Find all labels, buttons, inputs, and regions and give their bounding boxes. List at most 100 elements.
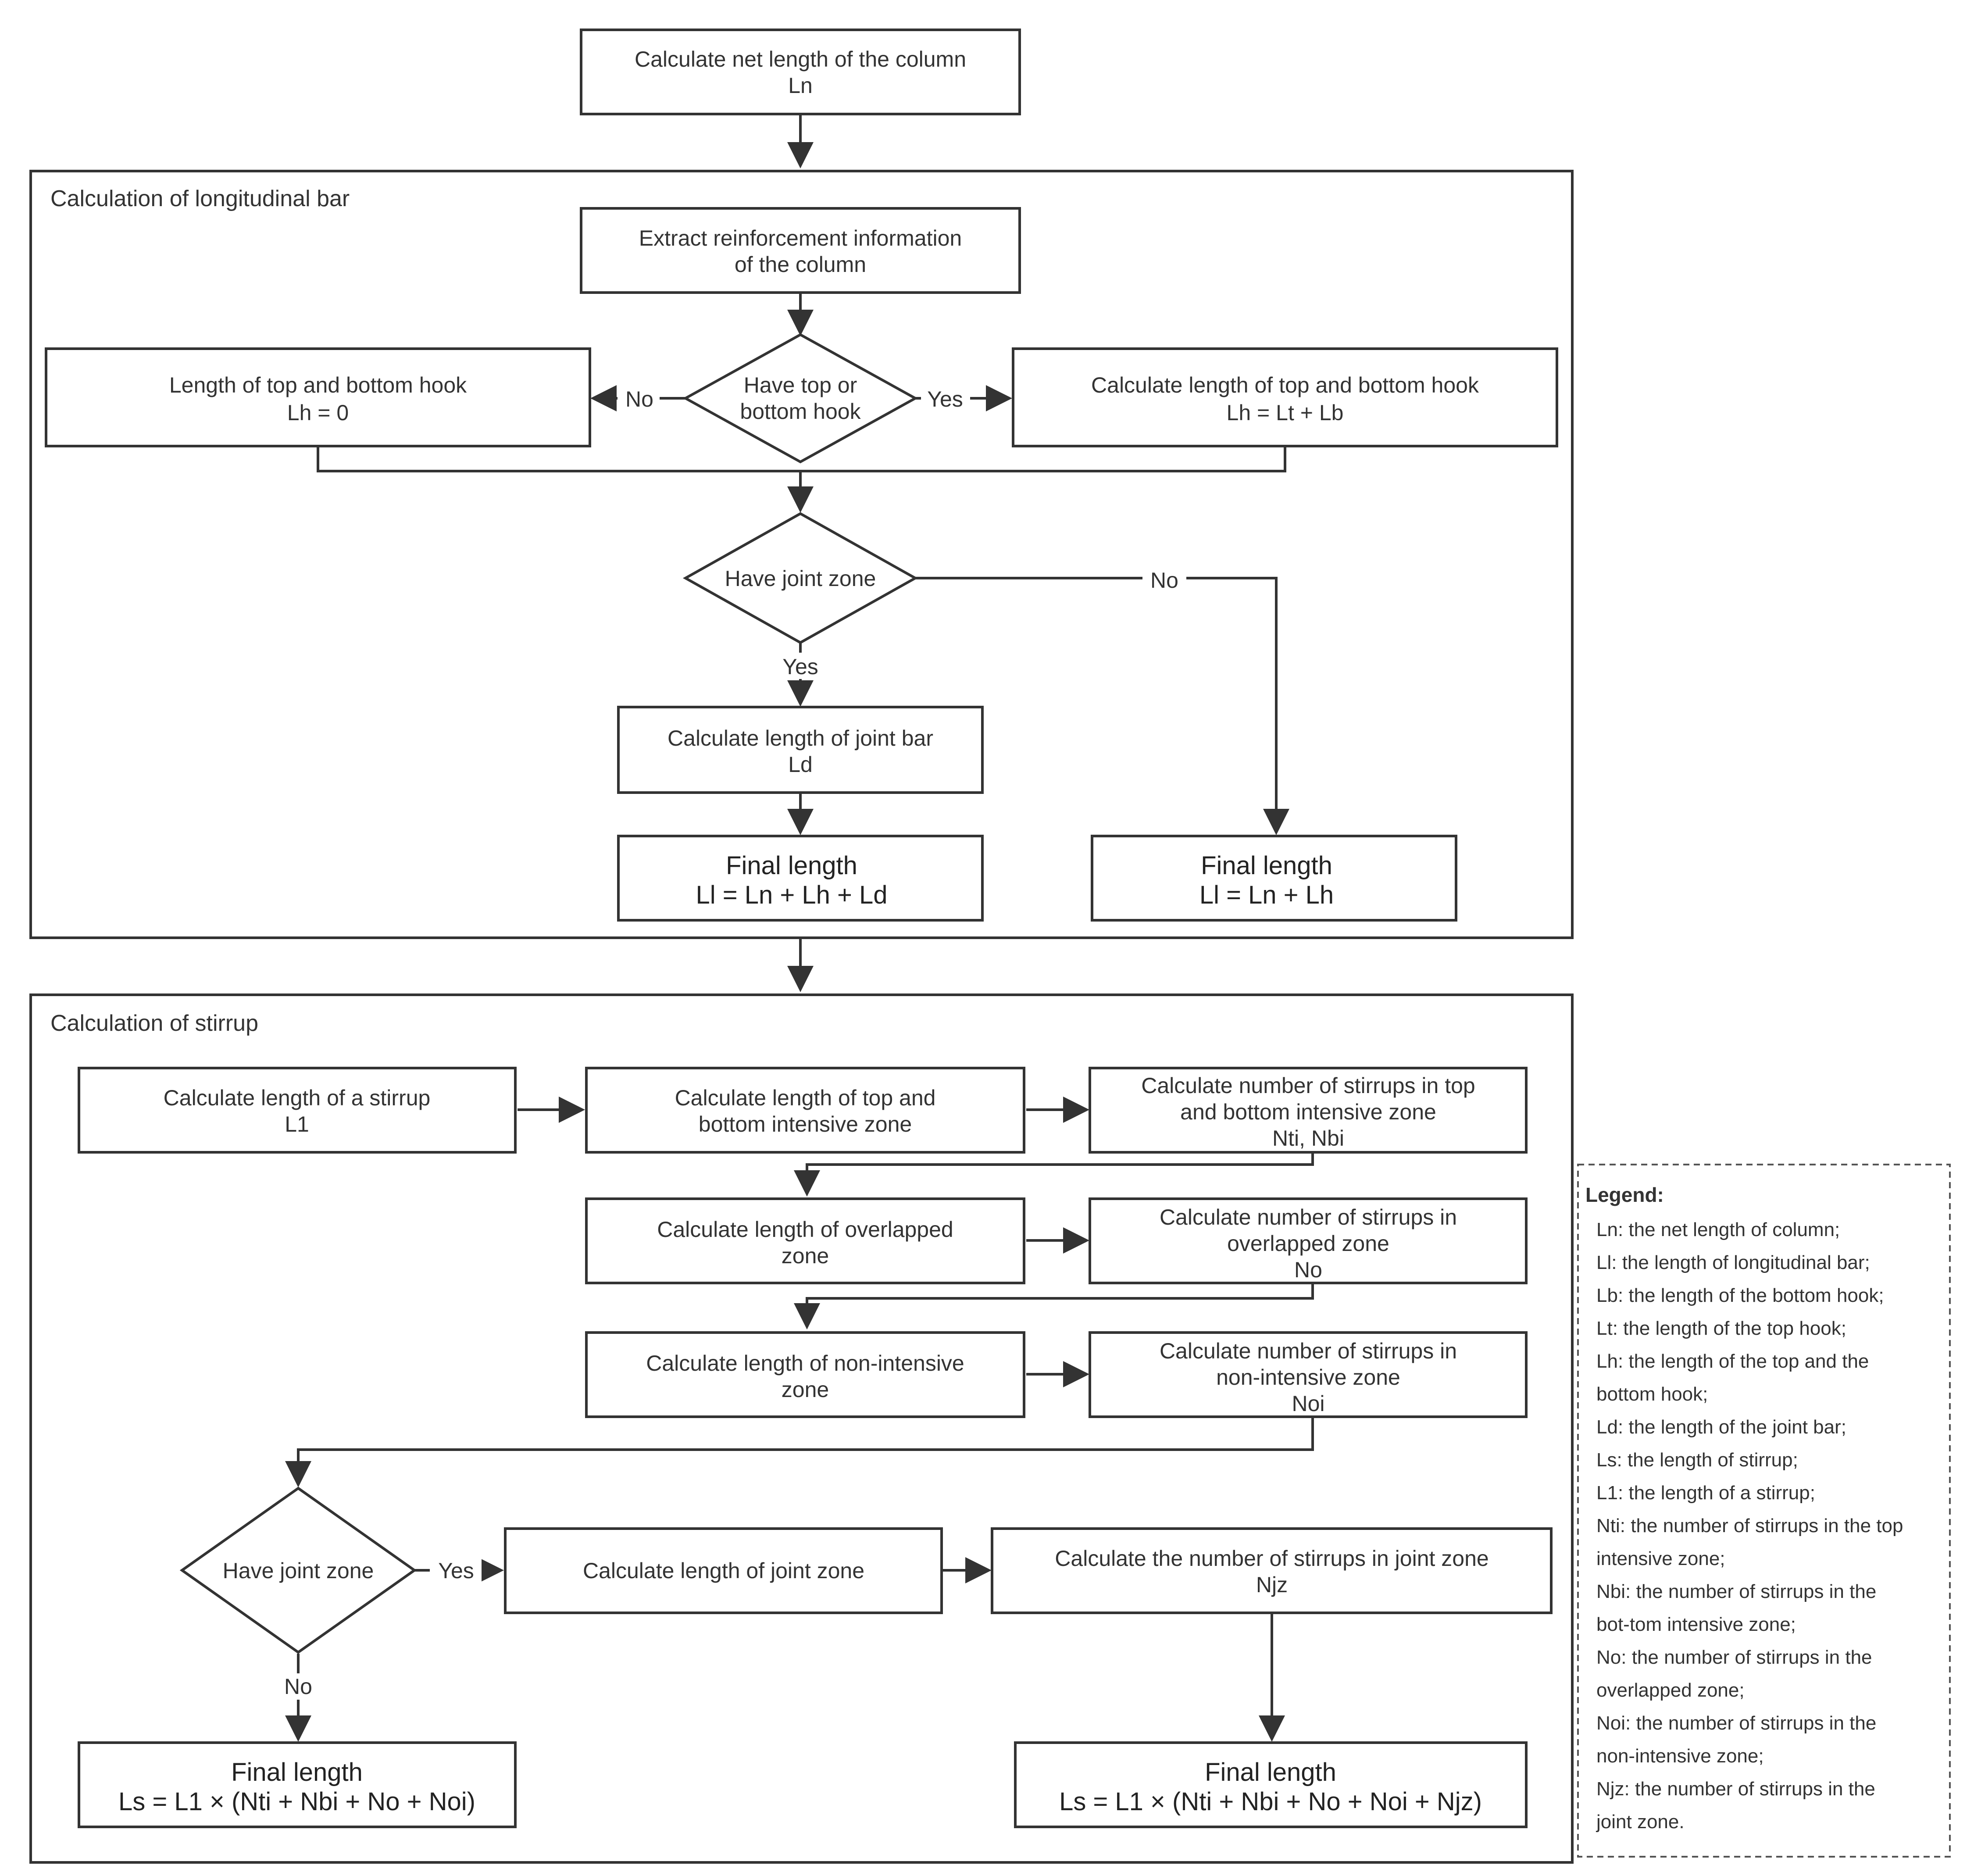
legend-line: bot-tom intensive zone; (1596, 1614, 1796, 1635)
node-joint-zone-length (504, 1527, 943, 1614)
node-final-ls-line2: Ls = L1 × (Nti + Nbi + No + Noi) (118, 1787, 475, 1816)
node-nonintensive-length (585, 1331, 1025, 1418)
legend-line: bottom hook; (1596, 1383, 1708, 1405)
label-bg (1142, 566, 1186, 592)
node-joint-bar-line1: Calculate length of joint bar (668, 726, 933, 750)
legend-lines: Ln: the net length of column;Ll: the len… (1596, 1219, 1903, 1833)
legend-line: Nti: the number of stirrups in the top (1596, 1515, 1903, 1537)
node-overlap-number-line2: overlapped zone (1227, 1231, 1389, 1256)
node-nonintensive-number (1089, 1331, 1528, 1418)
node-final-ls-joint (1014, 1741, 1528, 1828)
node-hook-yes (1012, 347, 1558, 447)
node-stirrup-length-line1: Calculate length of a stirrup (164, 1086, 431, 1110)
legend-line: Lb: the length of the bottom hook; (1596, 1285, 1884, 1306)
node-intensive-length (585, 1067, 1025, 1154)
node-joint-bar-line2: Ld (788, 752, 813, 777)
node-final-ll-line2: Ll = Ln + Lh (1199, 881, 1334, 909)
group-longitudinal-title: Calculation of longitudinal bar (50, 186, 350, 211)
legend-line: Nbi: the number of stirrups in the (1596, 1581, 1876, 1602)
legend-title: Legend: (1585, 1183, 1664, 1206)
node-hook-yes-line2: Lh = Lt + Lb (1227, 400, 1344, 425)
legend-line: Ll: the length of longitudinal bar; (1596, 1252, 1870, 1273)
node-hook-no-line2: Lh = 0 (287, 400, 349, 425)
label-hook-yes: Yes (927, 387, 963, 411)
node-final-ll-joint-line2: Ll = Ln + Lh + Ld (696, 881, 888, 909)
node-final-ls-line1: Final length (231, 1758, 363, 1787)
label-bg (618, 385, 660, 411)
label-hook-no: No (625, 387, 653, 411)
legend-line: Ls: the length of stirrup; (1596, 1449, 1798, 1471)
node-overlap-number-line1: Calculate number of stirrups in (1160, 1205, 1457, 1229)
node-hook-no-line1: Length of top and bottom hook (169, 373, 467, 397)
legend-line: Noi: the number of stirrups in the (1596, 1712, 1876, 1734)
node-final-ll (1091, 835, 1457, 922)
decision-joint-2 (179, 1487, 417, 1654)
node-stirrup-length-line2: L1 (285, 1112, 309, 1136)
decision-joint-1 (682, 512, 918, 644)
legend-line: Lh: the length of the top and the (1596, 1351, 1869, 1372)
legend-line: L1: the length of a stirrup; (1596, 1482, 1815, 1504)
arrow-intensive-to-overlap (794, 1152, 1314, 1197)
node-joint-zone-number (991, 1527, 1553, 1614)
node-overlap-number-line3: No (1294, 1258, 1322, 1282)
legend-line: Ld: the length of the joint bar; (1596, 1416, 1846, 1438)
legend-line: non-intensive zone; (1596, 1745, 1764, 1767)
group-stirrup-frame (29, 993, 1574, 1864)
node-stirrup-length (78, 1067, 517, 1154)
node-intensive-number-line2: and bottom intensive zone (1180, 1100, 1436, 1124)
node-intensive-length-line2: bottom intensive zone (699, 1112, 912, 1136)
node-joint-zone-number-line1: Calculate the number of stirrups in join… (1055, 1546, 1489, 1571)
node-joint-bar (617, 706, 984, 794)
node-nonintensive-number-line2: non-intensive zone (1216, 1365, 1400, 1390)
node-nonintensive-length-line1: Calculate length of non-intensive (646, 1351, 964, 1376)
arrow-joint-1-no (915, 577, 1289, 835)
group-stirrup-title: Calculation of stirrup (50, 1011, 258, 1036)
node-final-ll-line1: Final length (1201, 851, 1332, 880)
node-final-ll-joint-line1: Final length (726, 851, 857, 880)
label-joint-2-no: No (284, 1674, 312, 1699)
decision-hook-line1: Have top or (744, 373, 857, 397)
node-overlap-length-line2: zone (782, 1244, 829, 1268)
legend-line: Lt: the length of the top hook; (1596, 1318, 1846, 1339)
node-final-ls-joint-line1: Final length (1205, 1758, 1336, 1787)
node-start-line1: Calculate net length of the column (635, 47, 966, 71)
node-nonintensive-number-line3: Noi (1292, 1391, 1324, 1416)
node-extract-line1: Extract reinforcement information (639, 226, 962, 250)
node-final-ls-joint-line2: Ls = L1 × (Nti + Nbi + No + Noi + Njz) (1059, 1787, 1482, 1816)
node-intensive-number-line1: Calculate number of stirrups in top (1141, 1073, 1475, 1098)
node-hook-yes-line1: Calculate length of top and bottom hook (1091, 373, 1479, 397)
label-bg (430, 1557, 482, 1583)
node-overlap-length (585, 1197, 1025, 1284)
legend-line: intensive zone; (1596, 1548, 1725, 1569)
legend-line: overlapped zone; (1596, 1679, 1745, 1701)
node-joint-zone-length-text: Calculate length of joint zone (583, 1558, 864, 1583)
label-bg (774, 653, 827, 679)
node-hook-no (45, 347, 591, 447)
node-extract-line2: of the column (735, 252, 866, 277)
legend-line: joint zone. (1596, 1811, 1685, 1833)
label-joint-1-no: No (1150, 568, 1178, 593)
node-nonintensive-length-line2: zone (782, 1377, 829, 1402)
legend-line: No: the number of stirrups in the (1596, 1647, 1872, 1668)
node-final-ls (78, 1741, 517, 1828)
legend-frame (1577, 1164, 1951, 1858)
label-joint-2-yes: Yes (438, 1558, 474, 1583)
node-extract (580, 207, 1021, 294)
label-bg (276, 1673, 320, 1700)
label-joint-1-yes: Yes (782, 654, 818, 679)
node-intensive-number (1089, 1067, 1528, 1154)
node-overlap-number (1089, 1197, 1528, 1284)
legend-line: Njz: the number of stirrups in the (1596, 1778, 1875, 1800)
decision-hook (682, 333, 918, 464)
node-overlap-length-line1: Calculate length of overlapped (657, 1217, 953, 1242)
node-intensive-number-line3: Nti, Nbi (1272, 1126, 1344, 1151)
node-joint-zone-number-line2: Njz (1256, 1572, 1288, 1597)
decision-joint-1-text: Have joint zone (725, 566, 876, 591)
node-nonintensive-number-line1: Calculate number of stirrups in (1160, 1339, 1457, 1363)
arrow-overlap-to-nonint (794, 1283, 1314, 1329)
node-start (580, 29, 1021, 115)
label-bg (921, 385, 970, 411)
decision-hook-line2: bottom hook (740, 399, 861, 424)
node-intensive-length-line1: Calculate length of top and (675, 1086, 936, 1110)
